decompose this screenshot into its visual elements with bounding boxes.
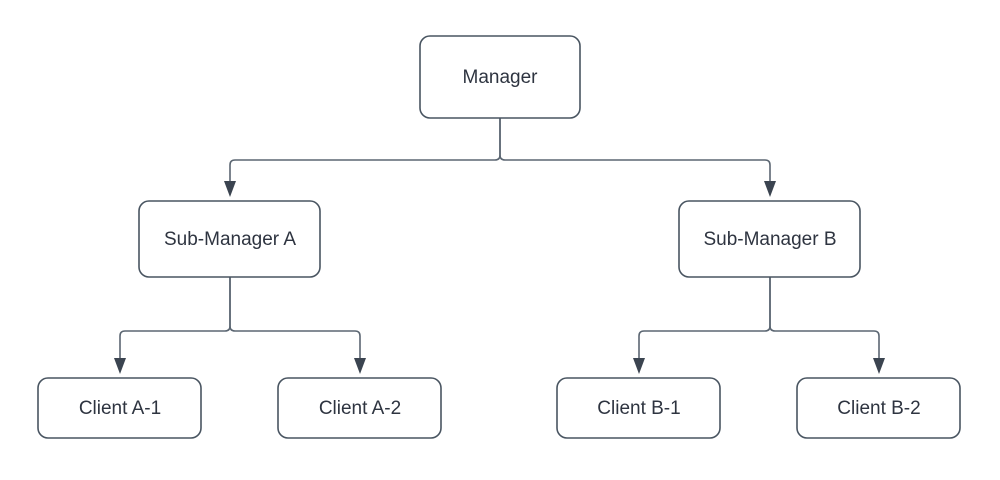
node-sub-manager-b-label: Sub-Manager B <box>703 229 836 250</box>
edge-sub-manager-a-to-client-a-2-arrowhead <box>354 358 366 374</box>
node-client-b-2[interactable]: Client B-2 <box>796 377 961 439</box>
node-sub-manager-a[interactable]: Sub-Manager A <box>138 200 321 278</box>
node-client-a-2-box[interactable] <box>277 377 442 439</box>
node-manager[interactable]: Manager <box>419 35 581 119</box>
edge-manager-to-sub-manager-a <box>224 118 501 197</box>
edge-sub-manager-a-to-client-a-1 <box>114 277 231 374</box>
connector-layer <box>114 118 885 374</box>
edge-manager-to-sub-manager-b <box>499 118 776 197</box>
edge-sub-manager-b-to-client-b-1-line <box>638 277 771 359</box>
edge-manager-to-sub-manager-b-line <box>499 118 771 182</box>
node-client-b-1-label: Client B-1 <box>597 398 680 419</box>
node-client-b-1-box[interactable] <box>556 377 721 439</box>
edge-manager-to-sub-manager-b-arrowhead <box>764 181 776 197</box>
edge-manager-to-sub-manager-a-line <box>229 118 501 182</box>
node-manager-label: Manager <box>463 67 539 88</box>
edge-sub-manager-a-to-client-a-2-line <box>229 277 361 359</box>
edge-sub-manager-a-to-client-a-2 <box>229 277 366 374</box>
node-manager-box[interactable] <box>419 35 581 119</box>
edge-manager-to-sub-manager-a-arrowhead <box>224 181 236 197</box>
node-client-a-2[interactable]: Client A-2 <box>277 377 442 439</box>
edge-sub-manager-b-to-client-b-2 <box>769 277 885 374</box>
node-client-a-1-box[interactable] <box>37 377 202 439</box>
node-client-b-2-box[interactable] <box>796 377 961 439</box>
node-layer: Manager Sub-Manager A Sub-Manager B Clie… <box>37 35 961 439</box>
edge-sub-manager-b-to-client-b-1 <box>633 277 771 374</box>
edge-sub-manager-b-to-client-b-1-arrowhead <box>633 358 645 374</box>
node-sub-manager-b-box[interactable] <box>678 200 861 278</box>
node-sub-manager-a-box[interactable] <box>138 200 321 278</box>
edge-sub-manager-b-to-client-b-2-line <box>769 277 880 359</box>
node-client-a-2-label: Client A-2 <box>319 398 401 419</box>
node-client-a-1[interactable]: Client A-1 <box>37 377 202 439</box>
node-sub-manager-a-label: Sub-Manager A <box>164 229 296 250</box>
edge-sub-manager-b-to-client-b-2-arrowhead <box>873 358 885 374</box>
node-client-b-1[interactable]: Client B-1 <box>556 377 721 439</box>
node-sub-manager-b[interactable]: Sub-Manager B <box>678 200 861 278</box>
node-client-a-1-label: Client A-1 <box>79 398 161 419</box>
edge-sub-manager-a-to-client-a-1-line <box>119 277 231 359</box>
edge-sub-manager-a-to-client-a-1-arrowhead <box>114 358 126 374</box>
node-client-b-2-label: Client B-2 <box>837 398 920 419</box>
